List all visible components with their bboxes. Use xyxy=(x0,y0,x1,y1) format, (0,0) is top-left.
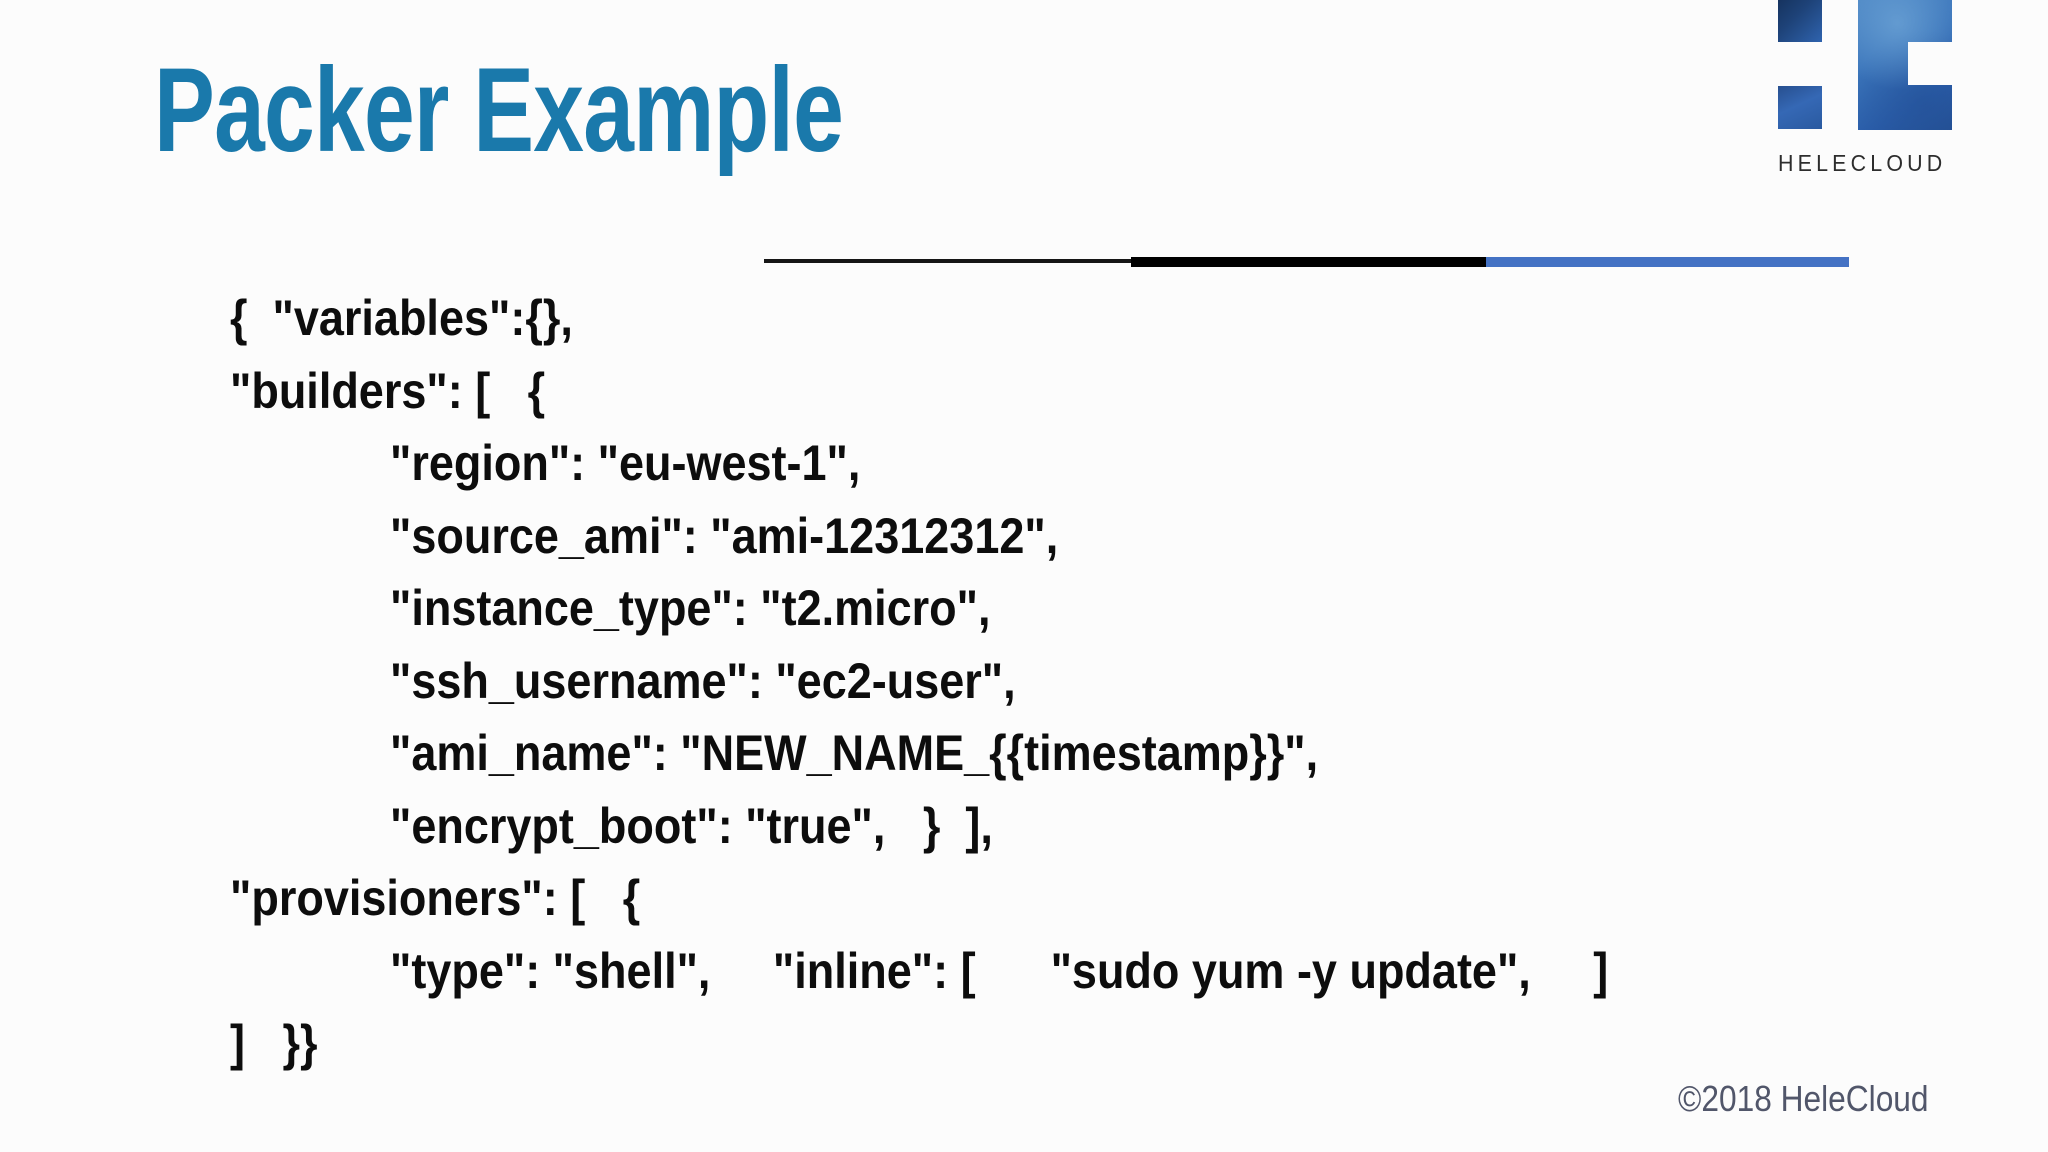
logo-wordmark: HELECLOUD xyxy=(1778,150,1947,176)
divider-thin-segment xyxy=(764,259,1131,263)
divider-black-segment xyxy=(1131,257,1486,267)
code-line: "instance_type": "t2.micro", xyxy=(230,572,1744,645)
code-line: "builders": [ { xyxy=(230,355,1744,428)
code-line-text: "builders": [ { xyxy=(230,362,546,419)
code-line: "provisioners": [ { xyxy=(230,862,1744,935)
code-line: { "variables":{}, xyxy=(230,282,1744,355)
code-line-text: "region": "eu-west-1", xyxy=(390,435,861,492)
code-line-text: "source_ami": "ami-12312312", xyxy=(390,507,1059,564)
code-line-text: "encrypt_boot": "true", } ], xyxy=(390,797,993,854)
code-line: "type": "shell", "inline": [ "sudo yum -… xyxy=(230,935,1744,1008)
copyright-text: ©2018 HeleCloud xyxy=(1678,1078,1929,1119)
logo-square-top-icon xyxy=(1778,0,1822,42)
code-line-text: ] }} xyxy=(230,1015,318,1072)
code-line: "ami_name": "NEW_NAME_{{timestamp}}", xyxy=(230,717,1744,790)
page-title: Packer Example xyxy=(154,43,844,177)
code-line: "ssh_username": "ec2-user", xyxy=(230,645,1744,718)
code-line-text: "ami_name": "NEW_NAME_{{timestamp}}", xyxy=(390,725,1319,782)
code-block: { "variables":{}, "builders": [ { "regio… xyxy=(230,282,1744,1080)
code-line-text: { "variables":{}, xyxy=(230,290,573,347)
code-line: "encrypt_boot": "true", } ], xyxy=(230,790,1744,863)
logo-c-icon xyxy=(1858,0,1952,130)
helecloud-logo: HELECLOUD xyxy=(1778,0,1958,176)
logo-square-bottom-icon xyxy=(1778,86,1822,129)
code-line: ] }} xyxy=(230,1007,1744,1080)
code-line-text: "type": "shell", "inline": [ "sudo yum -… xyxy=(390,942,1609,999)
code-line-text: "instance_type": "t2.micro", xyxy=(390,580,991,637)
code-line-text: "ssh_username": "ec2-user", xyxy=(390,652,1016,709)
divider-blue-segment xyxy=(1486,257,1849,267)
code-line: "region": "eu-west-1", xyxy=(230,427,1744,500)
code-line-text: "provisioners": [ { xyxy=(230,870,641,927)
code-line: "source_ami": "ami-12312312", xyxy=(230,500,1744,573)
